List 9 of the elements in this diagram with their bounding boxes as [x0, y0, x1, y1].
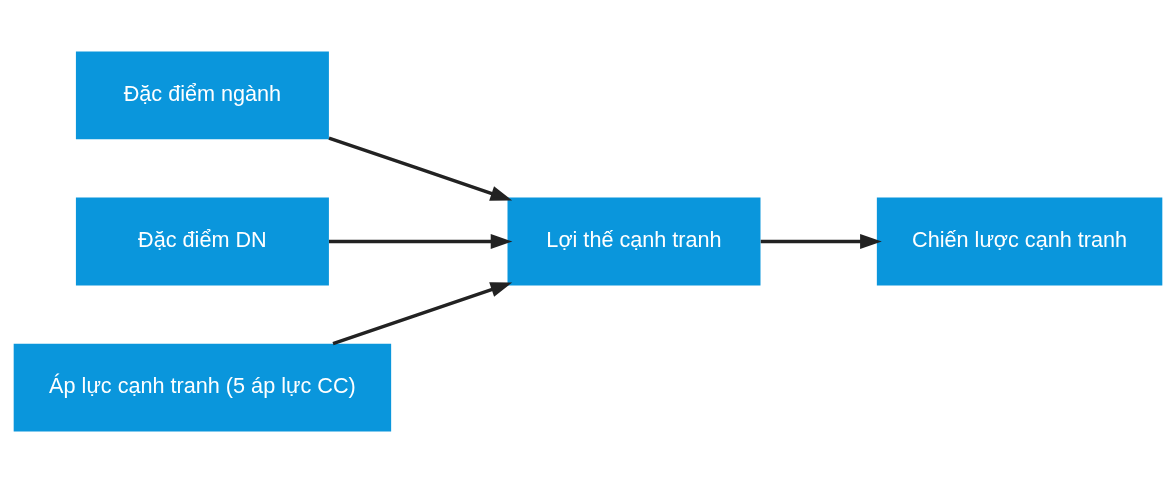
arrow	[328, 135, 513, 201]
node-box: Đặc điểm ngành	[75, 50, 329, 139]
arrow	[760, 233, 882, 249]
node-box: Áp lực cạnh tranh (5 áp lực CC)	[13, 343, 392, 432]
node-box: Lợi thế cạnh tranh	[507, 197, 761, 285]
node-box: Chiến lược cạnh tranh	[876, 197, 1163, 285]
node-box: Đặc điểm DN	[75, 197, 329, 285]
arrow	[328, 233, 513, 249]
arrow	[332, 281, 513, 345]
